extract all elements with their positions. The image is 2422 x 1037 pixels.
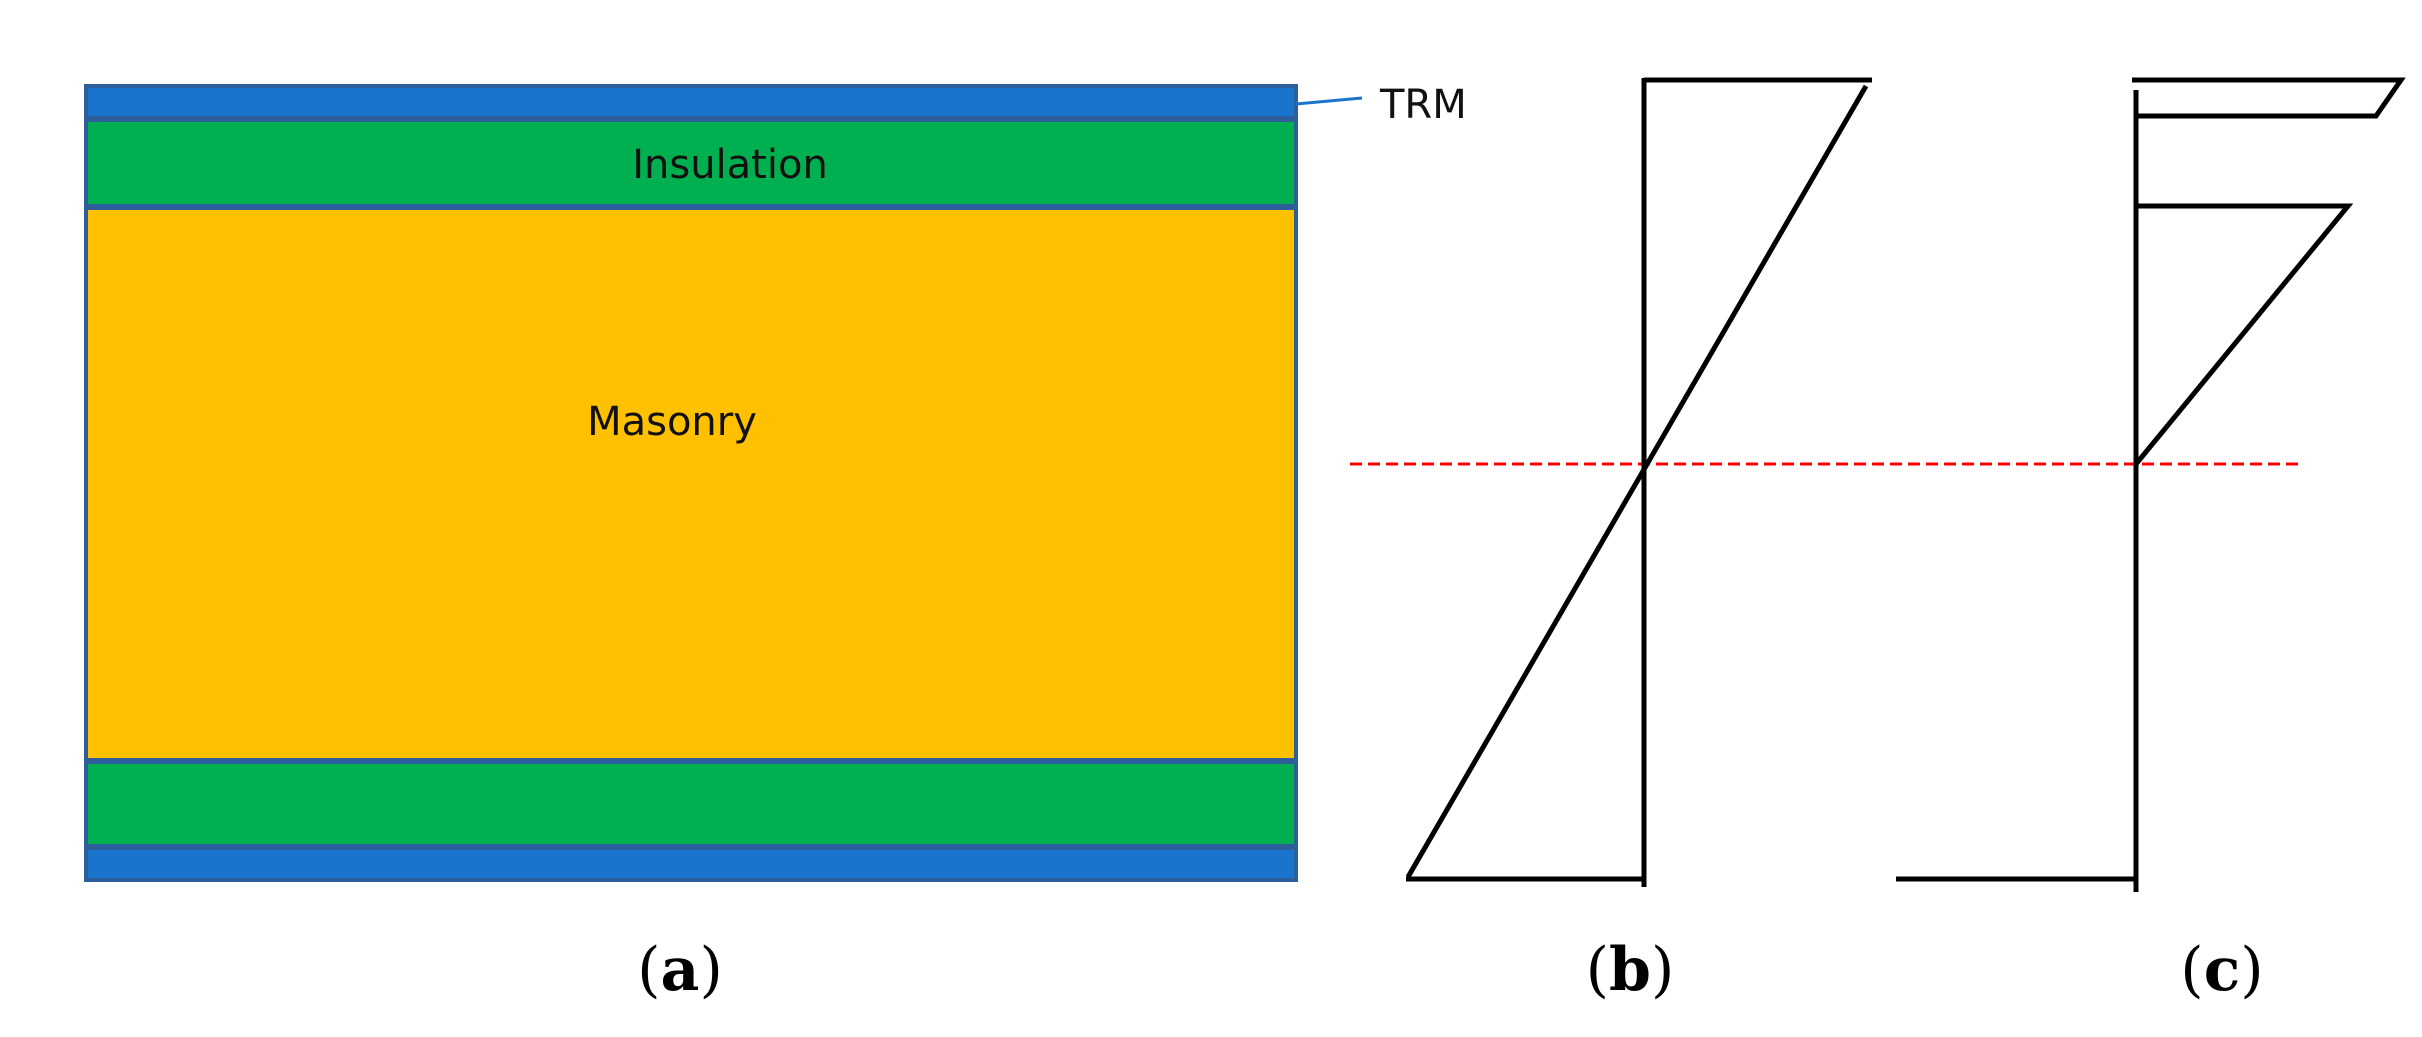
trm-callout-label: TRM xyxy=(1379,82,1467,128)
panel-b-strain-diagram xyxy=(1405,77,1872,887)
panel-b-strain-line xyxy=(1405,84,1869,879)
panel-c-caption: (c) xyxy=(2180,935,2263,1005)
trm-layer-top xyxy=(84,84,1298,120)
panel-c-stress-diagram xyxy=(1896,77,2406,892)
masonry-label: Masonry xyxy=(587,399,757,445)
masonry-layer xyxy=(84,206,1298,762)
panel-c-trm-stress-block xyxy=(2132,77,2406,119)
section-outline xyxy=(84,84,1298,882)
panel-b-caption: (b) xyxy=(1586,935,1675,1005)
panel-a-caption: (a) xyxy=(637,935,723,1005)
insulation-label: Insulation xyxy=(632,142,828,188)
panel-c-masonry-stress-triangle xyxy=(2134,203,2354,466)
insulation-layer-bottom xyxy=(84,760,1298,848)
trm-layer-bottom xyxy=(84,846,1298,882)
trm-callout-leader xyxy=(1295,96,1363,106)
panel-a-cross-section: Insulation Masonry TRM xyxy=(84,82,1467,882)
